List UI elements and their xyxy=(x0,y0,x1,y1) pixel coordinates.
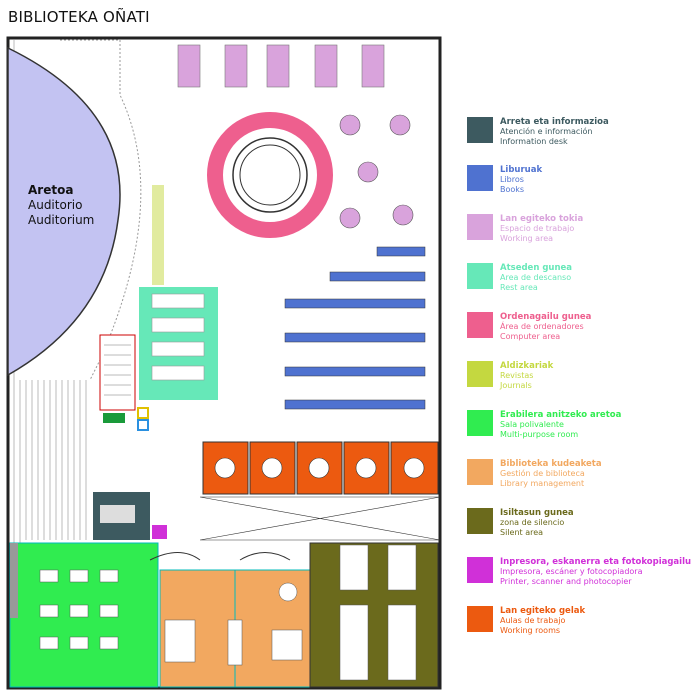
legend-item: Aldizkariak Revistas Journals xyxy=(467,361,691,401)
legend-text: Liburuak Libros Books xyxy=(500,165,542,195)
legend-label-en: Books xyxy=(500,185,525,194)
legend-label-es: Espacio de trabajo xyxy=(500,224,575,233)
legend-swatch xyxy=(467,117,493,143)
legend-label-es: Impresora, escáner y fotocopiadora xyxy=(500,567,643,576)
legend-text: Lan egiteko gelak Aulas de trabajo Worki… xyxy=(500,606,585,636)
legend-text: Erabilera anitzeko aretoa Sala polivalen… xyxy=(500,410,621,440)
legend-text: Lan egiteko tokia Espacio de trabajo Wor… xyxy=(500,214,583,244)
auditorium-name: Aretoa xyxy=(28,183,74,197)
legend-label-en: Multi-purpose room xyxy=(500,430,579,439)
legend-swatch xyxy=(467,361,493,387)
legend-label-eu: Aldizkariak xyxy=(500,361,554,371)
legend-text: Inpresora, eskanerra eta fotokopiagailua… xyxy=(500,557,691,587)
legend-swatch xyxy=(467,606,493,632)
legend-label-es: Sala polivalente xyxy=(500,420,564,429)
legend-label-en: Library management xyxy=(500,479,585,488)
legend-label-eu: Lan egiteko tokia xyxy=(500,214,584,224)
legend-label-es: Gestión de biblioteca xyxy=(500,469,585,478)
journals-shelf xyxy=(152,185,164,285)
legend-item: Atseden gunea Area de descanso Rest area xyxy=(467,263,691,303)
legend-swatch xyxy=(467,312,493,338)
legend-text: Biblioteka kudeaketa Gestión de bibliote… xyxy=(500,459,602,489)
legend-item: Ordenagailu gunea Área de ordenadores Co… xyxy=(467,312,691,352)
legend-item: Isiltasun gunea zona de silencio Silent … xyxy=(467,508,691,548)
legend-label-es: Area de descanso xyxy=(500,273,572,282)
page-title: BIBLIOTEKA OÑATI xyxy=(8,8,150,26)
silent-area xyxy=(309,542,439,688)
legend-label-eu: Arreta eta informazioa xyxy=(500,117,609,127)
book-shelves xyxy=(284,246,426,410)
legend-label-eu: Biblioteka kudeaketa xyxy=(500,459,602,469)
legend-label-en: Information desk xyxy=(500,137,568,146)
auditorium-label: Aretoa Auditorio Auditorium xyxy=(28,183,94,228)
legend-label-eu: Atseden gunea xyxy=(500,263,573,273)
auditorium-area xyxy=(7,46,121,377)
legend-swatch xyxy=(467,508,493,534)
computer-ring xyxy=(207,112,333,238)
legend-label-en: Working area xyxy=(500,234,554,243)
legend-item: Arreta eta informazioa Atención e inform… xyxy=(467,117,691,157)
legend-item: Lan egiteko gelak Aulas de trabajo Worki… xyxy=(467,606,691,646)
legend-swatch xyxy=(467,410,493,436)
legend-label-en: Silent area xyxy=(500,528,544,537)
auditorium-es: Auditorio xyxy=(28,198,83,212)
legend-item: Inpresora, eskanerra eta fotokopiagailua… xyxy=(467,557,691,597)
work-tables xyxy=(177,44,385,88)
auditorium-en: Auditorium xyxy=(28,213,95,227)
legend-text: Ordenagailu gunea Área de ordenadores Co… xyxy=(500,312,591,342)
legend-item: Lan egiteko tokia Espacio de trabajo Wor… xyxy=(467,214,691,254)
legend-item: Erabilera anitzeko aretoa Sala polivalen… xyxy=(467,410,691,450)
legend-text: Arreta eta informazioa Atención e inform… xyxy=(500,117,609,147)
legend-text: Isiltasun gunea zona de silencio Silent … xyxy=(500,508,574,538)
legend-swatch xyxy=(467,557,493,583)
legend-label-es: Revistas xyxy=(500,371,534,380)
legend-swatch xyxy=(467,263,493,289)
legend-label-en: Journals xyxy=(500,381,532,390)
legend-label-es: Área de ordenadores xyxy=(500,322,584,331)
legend-swatch xyxy=(467,214,493,240)
legend-swatch xyxy=(467,165,493,191)
round-tables xyxy=(339,114,414,229)
legend-label-en: Printer, scanner and photocopier xyxy=(500,577,632,586)
legend-label-es: zona de silencio xyxy=(500,518,565,527)
legend-text: Atseden gunea Area de descanso Rest area xyxy=(500,263,572,293)
legend-label-eu: Liburuak xyxy=(500,165,543,175)
legend-label-eu: Ordenagailu gunea xyxy=(500,312,592,322)
legend-label-eu: Lan egiteko gelak xyxy=(500,606,586,616)
legend-label-en: Computer area xyxy=(500,332,561,341)
exit-sign xyxy=(103,413,125,423)
legend-label-eu: Isiltasun gunea xyxy=(500,508,574,518)
legend-label-es: Atención e información xyxy=(500,127,593,136)
legend-swatch xyxy=(467,459,493,485)
legend-item: Biblioteka kudeaketa Gestión de bibliote… xyxy=(467,459,691,499)
legend-label-es: Aulas de trabajo xyxy=(500,616,566,625)
legend-text: Aldizkariak Revistas Journals xyxy=(500,361,553,391)
legend-label-en: Working rooms xyxy=(500,626,561,635)
legend-label-en: Rest area xyxy=(500,283,538,292)
stairs xyxy=(99,334,136,411)
legend-label-eu: Inpresora, eskanerra eta fotokopiagailua xyxy=(500,557,691,567)
working-rooms xyxy=(202,441,439,495)
legend-label-eu: Erabilera anitzeko aretoa xyxy=(500,410,622,420)
printer-area xyxy=(152,525,167,539)
legend-label-es: Libros xyxy=(500,175,524,184)
legend-item: Liburuak Libros Books xyxy=(467,165,691,205)
